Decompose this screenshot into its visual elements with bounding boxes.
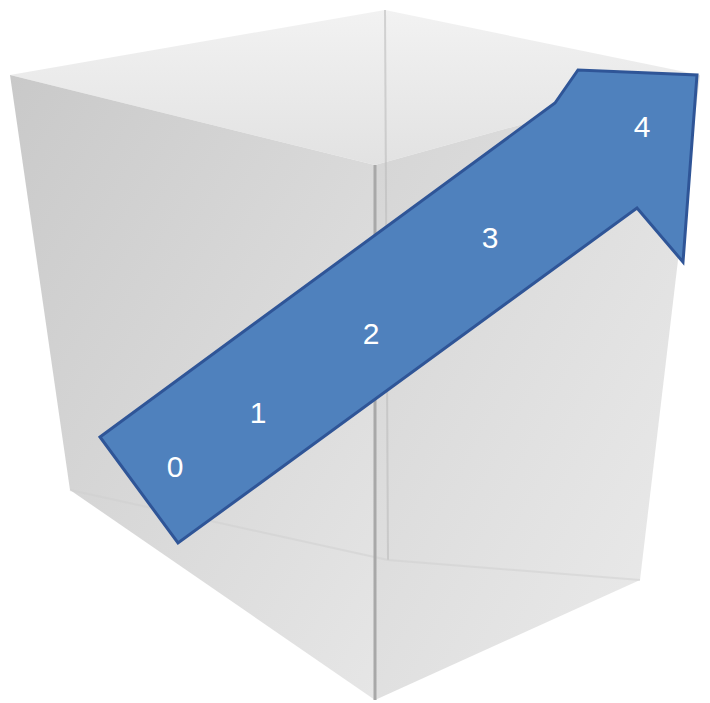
callout-number: 4 [634, 112, 651, 142]
cube-back-edge [388, 560, 640, 580]
callout-number: 1 [250, 398, 267, 428]
blue-arrow [100, 70, 697, 543]
callout-number: 3 [482, 223, 499, 253]
callout-number: 2 [363, 319, 380, 349]
callout-number: 0 [167, 452, 184, 482]
